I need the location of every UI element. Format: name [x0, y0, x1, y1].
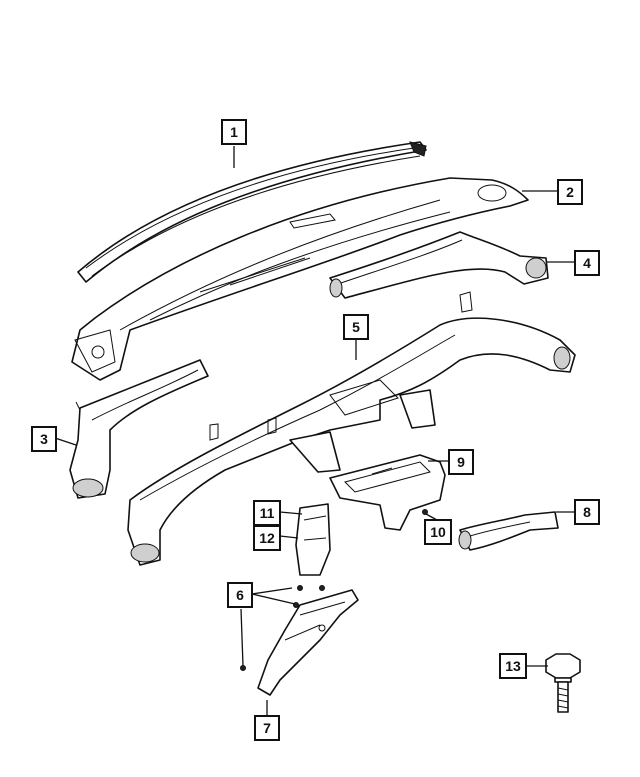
callout-2-label: 2	[566, 184, 574, 200]
callout-4-label: 4	[583, 255, 591, 271]
part-8-right-lower-duct	[458, 511, 559, 551]
leader-lines	[54, 146, 574, 716]
callout-12: 12	[253, 525, 281, 551]
part-1-defroster-strip	[77, 141, 427, 283]
callout-12-label: 12	[259, 530, 275, 546]
part-7-lower-duct	[257, 589, 359, 696]
callout-9: 9	[448, 449, 474, 475]
callout-11-label: 11	[260, 505, 275, 521]
callout-3: 3	[31, 426, 57, 452]
part-9-center-duct	[329, 454, 446, 531]
callout-5: 5	[343, 314, 369, 340]
callout-6-label: 6	[236, 587, 244, 603]
callout-6: 6	[227, 582, 253, 608]
part-4-right-upper-duct	[329, 231, 549, 299]
part-13-bolt	[545, 653, 581, 713]
part-10-clip	[422, 509, 428, 515]
callout-13-label: 13	[505, 658, 521, 674]
part-11-12-adapter	[295, 503, 331, 576]
callout-7-label: 7	[263, 720, 271, 736]
part-3-left-side-duct	[69, 359, 209, 499]
callout-13: 13	[499, 653, 527, 679]
callout-2: 2	[557, 179, 583, 205]
callout-5-label: 5	[352, 319, 360, 335]
callout-1: 1	[221, 119, 247, 145]
callout-8-label: 8	[583, 504, 591, 520]
callout-1-label: 1	[230, 124, 238, 140]
callout-4: 4	[574, 250, 600, 276]
callout-10-label: 10	[430, 524, 446, 540]
part-5-main-duct	[127, 291, 576, 566]
part-2-instrument-panel-duct	[71, 177, 529, 381]
callout-9-label: 9	[457, 454, 465, 470]
callout-3-label: 3	[40, 431, 48, 447]
callout-11: 11	[253, 500, 281, 526]
callout-7: 7	[254, 715, 280, 741]
callout-10: 10	[424, 519, 452, 545]
callout-8: 8	[574, 499, 600, 525]
